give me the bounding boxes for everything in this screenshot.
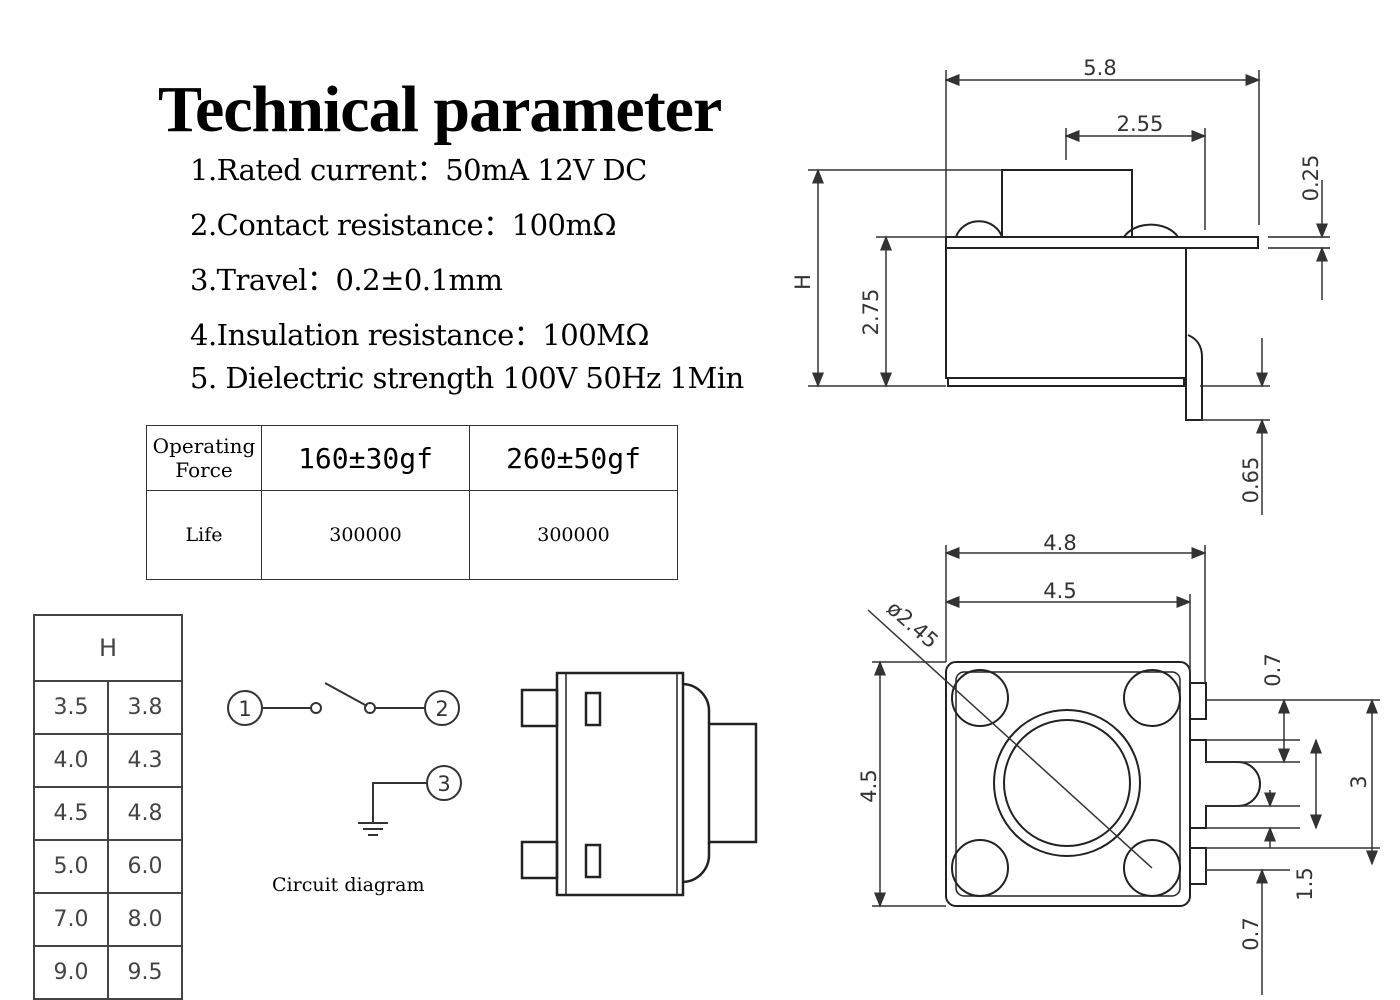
dim-0-65: 0.65 xyxy=(1239,457,1263,504)
dim-2-55: 2.55 xyxy=(1117,112,1164,136)
force-label: Force xyxy=(175,458,233,482)
h-cell: 5.0 xyxy=(33,839,109,894)
dim-diameter-2-45: ø2.45 xyxy=(882,596,943,653)
h-cell: 3.5 xyxy=(33,680,109,735)
pin-3-label: 3 xyxy=(437,772,450,796)
dim-4-5-width: 4.5 xyxy=(1043,579,1076,603)
dim-height-h: H xyxy=(791,274,815,290)
force-160: 160±30gf xyxy=(261,425,470,491)
dim-2-75: 2.75 xyxy=(859,289,883,336)
switch-lever xyxy=(324,682,368,707)
force-260: 260±50gf xyxy=(469,425,678,491)
dim-0-7-bottom: 0.7 xyxy=(1239,917,1263,950)
life-value-2: 300000 xyxy=(469,490,678,580)
h-cell: 4.3 xyxy=(107,733,183,788)
life-label: Life xyxy=(146,490,262,580)
operating-force-label: Operating Force xyxy=(146,425,262,491)
h-cell: 9.5 xyxy=(107,945,183,1000)
spec-travel: 3.Travel：0.2±0.1mm xyxy=(190,263,503,297)
dim-0-25: 0.25 xyxy=(1299,155,1323,202)
height-table-header: H xyxy=(33,614,183,682)
dim-0-7-top: 0.7 xyxy=(1261,653,1285,686)
life-value-1: 300000 xyxy=(261,490,470,580)
operating-label: Operating xyxy=(152,434,256,458)
dim-4-5-height: 4.5 xyxy=(857,769,881,802)
spec-contact-resistance: 2.Contact resistance：100mΩ xyxy=(190,208,617,242)
h-cell: 6.0 xyxy=(107,839,183,894)
operating-force-table: Operating Force 160±30gf 260±50gf Life 3… xyxy=(146,425,678,580)
h-cell: 4.8 xyxy=(107,786,183,841)
dim-1-5: 1.5 xyxy=(1293,867,1317,900)
pin-2-circle xyxy=(424,690,460,726)
h-cell: 3.8 xyxy=(107,680,183,735)
dim-3: 3 xyxy=(1347,775,1371,788)
circuit-diagram-label: Circuit diagram xyxy=(272,874,425,896)
spec-rated-current: 1.Rated current：50mA 12V DC xyxy=(190,153,647,187)
page-title: Technical parameter xyxy=(158,73,722,146)
h-cell: 4.0 xyxy=(33,733,109,788)
spec-insulation-resistance: 4.Insulation resistance：100MΩ xyxy=(190,318,649,352)
spec-dielectric-strength: 5. Dielectric strength 100V 50Hz 1Min xyxy=(190,361,744,395)
pin-2-label: 2 xyxy=(435,697,448,721)
switch-contact-left xyxy=(310,702,322,714)
pin-1-label: 1 xyxy=(238,697,251,721)
switch-contact-right xyxy=(364,702,376,714)
side-view-dimensions xyxy=(808,70,1328,515)
circuit-diagram xyxy=(227,682,462,836)
side-view xyxy=(945,169,1330,421)
h-cell: 8.0 xyxy=(107,892,183,947)
dim-width-5-8: 5.8 xyxy=(1083,56,1116,80)
dim-4-8: 4.8 xyxy=(1043,531,1076,555)
component-outline xyxy=(520,671,758,897)
h-cell: 7.0 xyxy=(33,892,109,947)
h-cell: 4.5 xyxy=(33,786,109,841)
top-view-dimensions xyxy=(867,545,1380,995)
top-view xyxy=(945,661,1261,907)
h-cell: 9.0 xyxy=(33,945,109,1000)
